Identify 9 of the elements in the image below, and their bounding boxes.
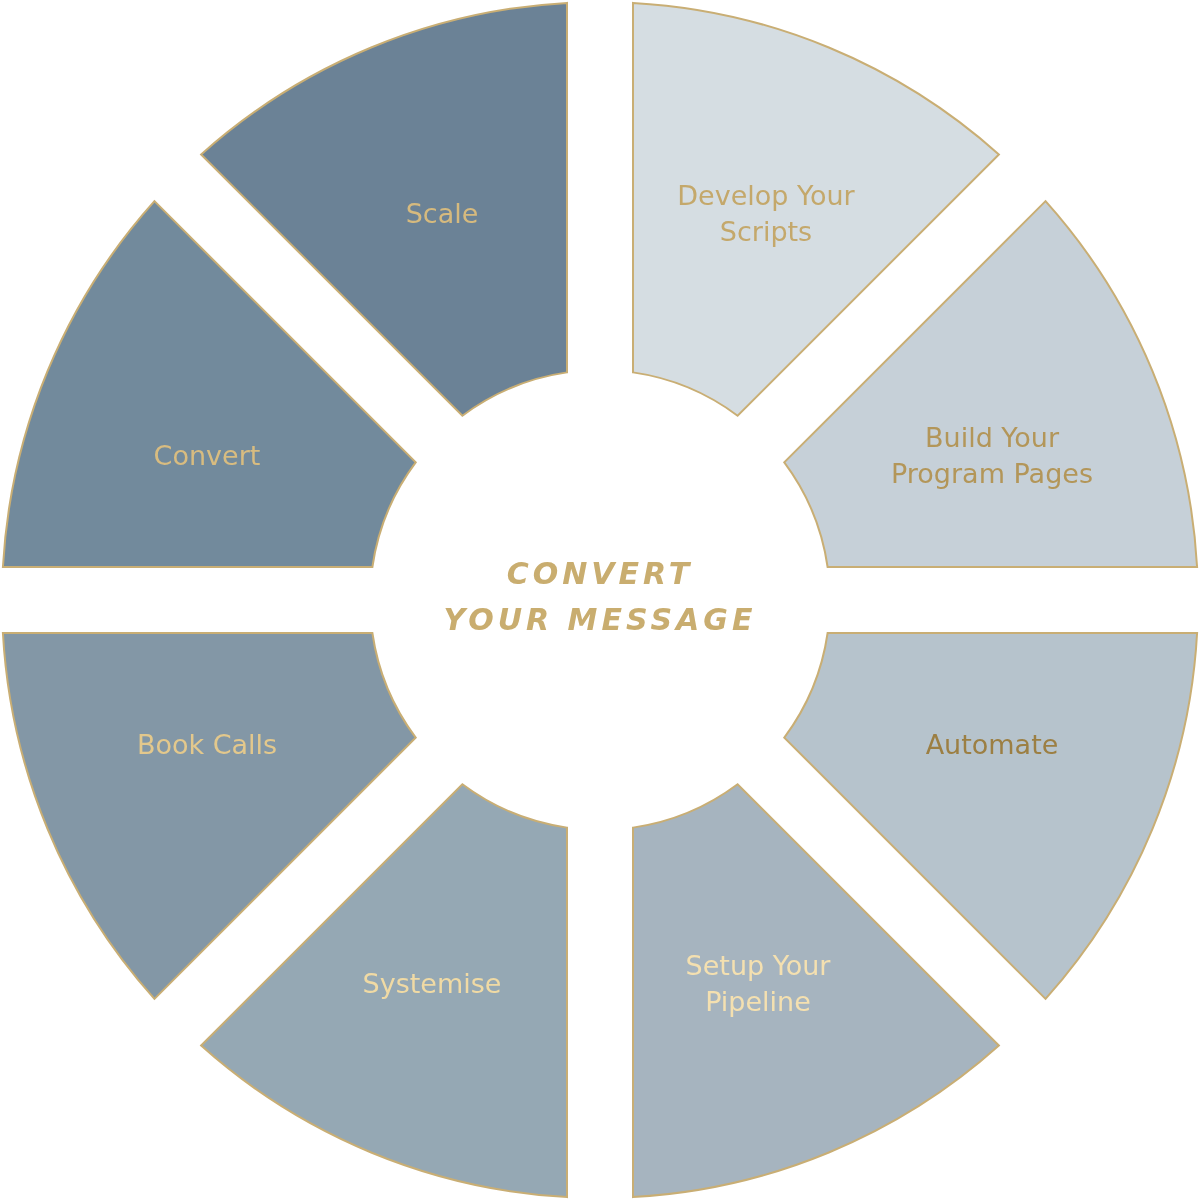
segment-label: Develop Your Scripts (676, 179, 856, 249)
center-title: CONVERT YOUR MESSAGE (443, 555, 757, 639)
segment-label: Automate (925, 728, 1059, 762)
segment-label: Build Your Program Pages (890, 421, 1094, 491)
segment-label: Setup Your Pipeline (684, 949, 832, 1019)
segment-label: Book Calls (136, 728, 278, 762)
segment-label: Convert (153, 439, 261, 473)
segment-label: Scale (405, 197, 479, 231)
segment-label: Systemise (362, 967, 502, 1001)
